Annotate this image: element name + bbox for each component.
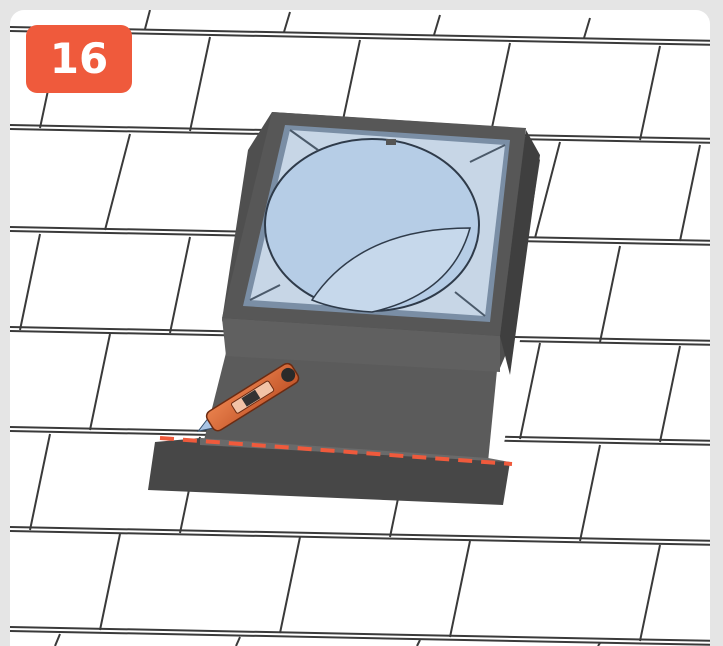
step-number-badge: 16 bbox=[26, 25, 132, 93]
